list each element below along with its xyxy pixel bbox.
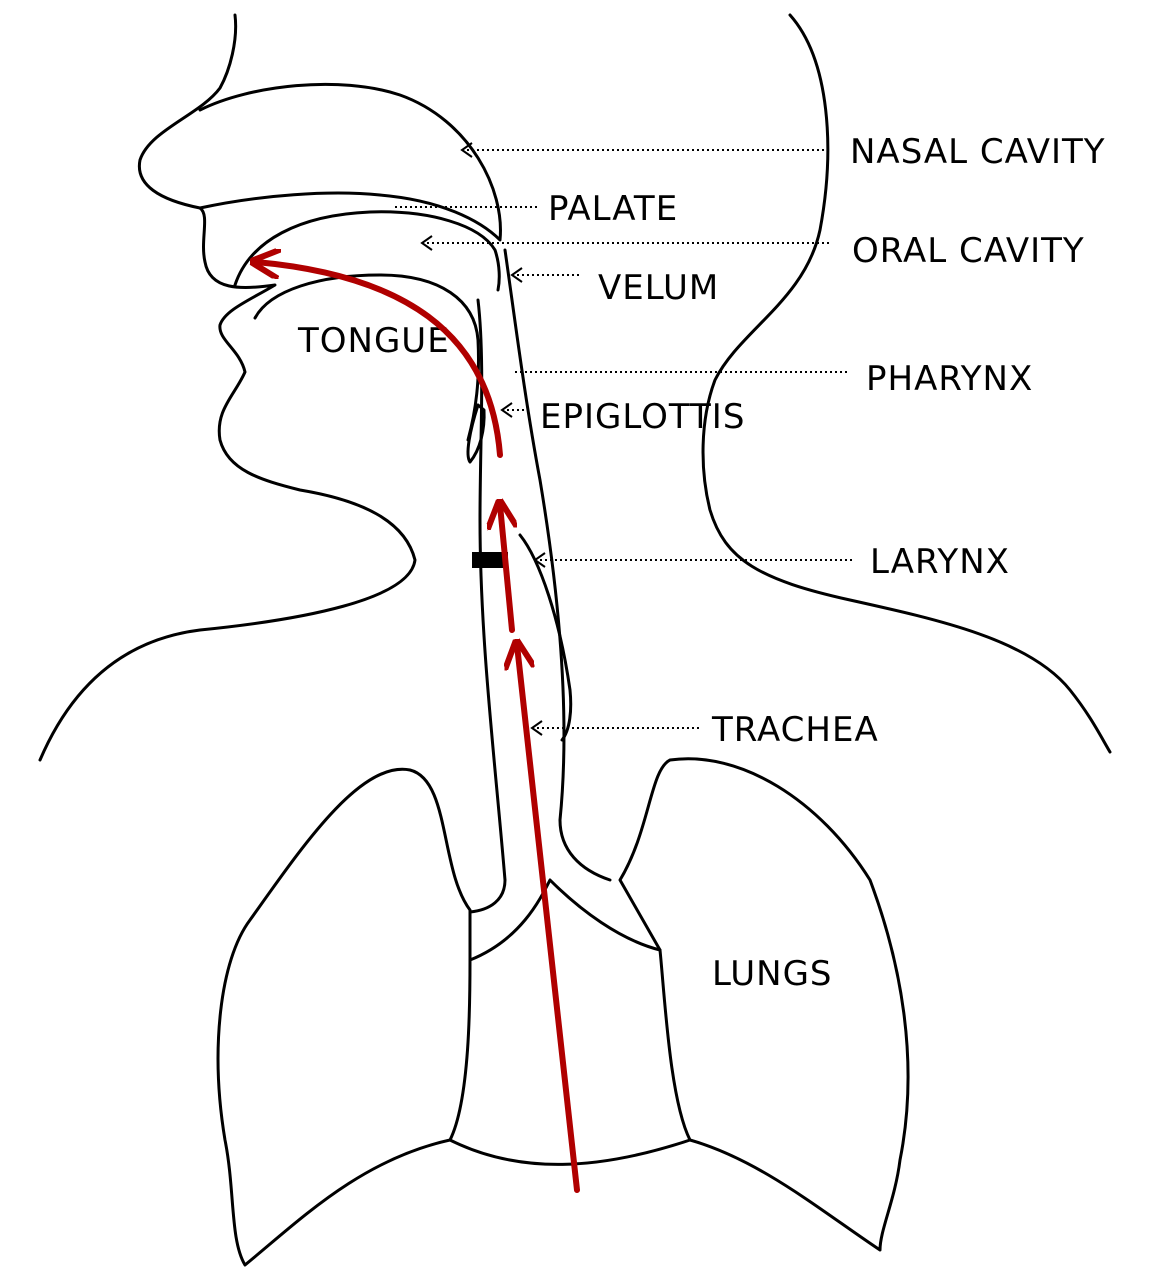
label-nasal-cavity: NASAL CAVITY: [850, 132, 1106, 172]
label-velum: VELUM: [598, 268, 719, 308]
label-pharynx: PHARYNX: [866, 359, 1033, 399]
nasal-cavity-outline: [200, 84, 500, 240]
right-lung: [620, 759, 908, 1250]
mediastinum: [470, 880, 660, 960]
label-oral-cavity: ORAL CAVITY: [852, 231, 1085, 271]
label-tongue: TONGUE: [297, 321, 450, 361]
label-lungs: LUNGS: [712, 954, 833, 994]
label-epiglottis: EPIGLOTTIS: [540, 397, 745, 437]
label-larynx: LARYNX: [870, 542, 1010, 582]
face-profile: [40, 15, 415, 760]
pharynx-back: [505, 250, 610, 880]
label-trachea: TRACHEA: [711, 710, 879, 750]
palate-outline: [235, 212, 499, 290]
leader-lines: [395, 143, 852, 735]
label-palate: PALATE: [548, 189, 678, 229]
airflow-arrows: [256, 262, 577, 1190]
left-lung: [218, 769, 470, 1265]
